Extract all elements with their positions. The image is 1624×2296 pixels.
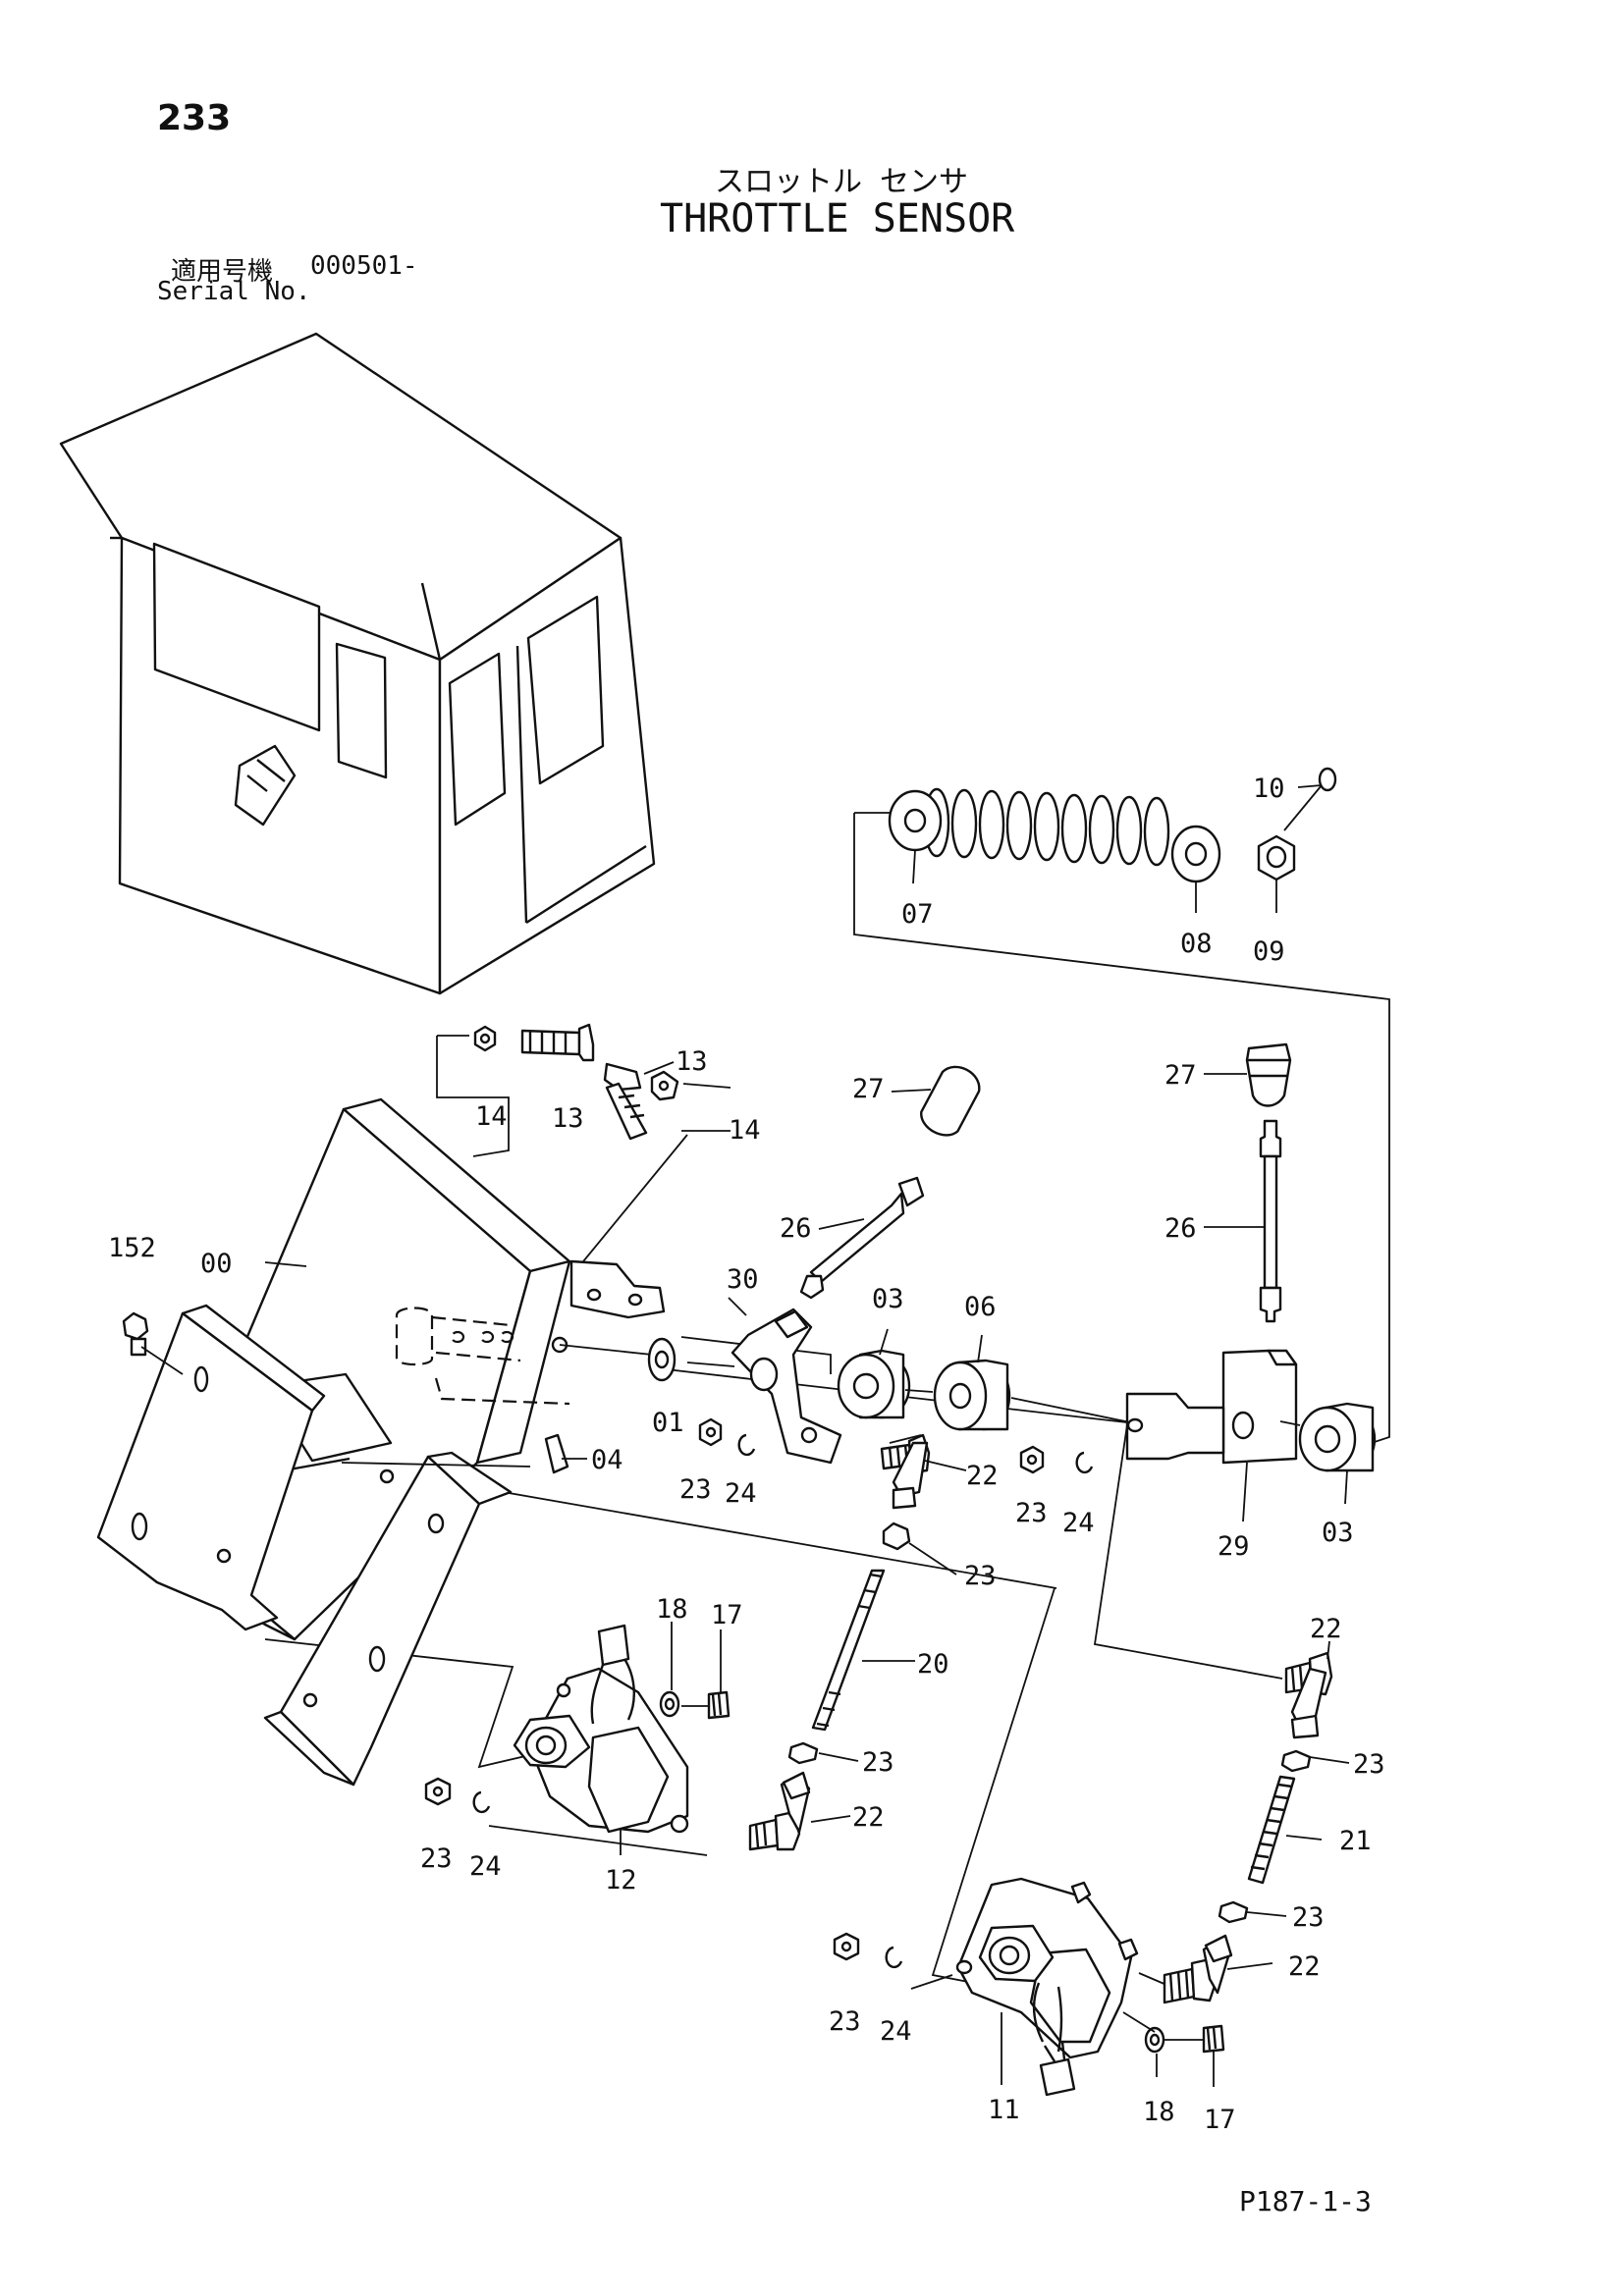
callout-18-lower: 18 [1143,2097,1175,2127]
callout-03-right: 03 [1322,1518,1354,1548]
callout-23-d: 23 [862,1747,894,1778]
callout-26-right: 26 [1164,1213,1197,1244]
small-hardware [122,1311,1312,2054]
callout-29: 29 [1218,1531,1250,1562]
callout-04: 04 [591,1445,623,1475]
throttle-sensor-left [513,1624,689,1834]
serial-label-english: Serial No. [157,277,311,306]
callout-22-right-lower: 22 [1288,1951,1321,1982]
callout-152: 152 [108,1233,156,1263]
callout-06: 06 [964,1292,997,1322]
callout-27-right: 27 [1164,1060,1197,1091]
callout-07: 07 [901,899,934,930]
callout-00: 00 [200,1249,233,1279]
right-rod-assembly [1125,1042,1377,1472]
callout-01: 01 [652,1408,684,1438]
cab-locator-illustration [59,332,656,995]
connecting-rods [811,1569,1296,1885]
bolts-and-nuts-top [437,1023,731,1141]
callout-13-lower: 13 [552,1103,584,1134]
callout-08: 08 [1180,929,1213,959]
callout-20: 20 [917,1649,949,1680]
callout-26-left: 26 [780,1213,812,1244]
callout-09: 09 [1253,936,1285,967]
callout-22-center: 22 [966,1461,999,1491]
callout-11: 11 [988,2095,1020,2125]
callout-27-left: 27 [852,1074,885,1104]
callout-24-a: 24 [725,1478,757,1509]
callout-24-c: 24 [469,1851,502,1882]
callout-23-e: 23 [1353,1749,1385,1780]
callout-10: 10 [1253,774,1285,804]
callout-17-upper: 17 [711,1600,743,1630]
callout-24-b: 24 [1062,1508,1095,1538]
sensor-mounting-bracket [96,1097,666,1787]
callout-03-left: 03 [872,1284,904,1314]
throttle-sensor-right [955,1877,1139,2097]
callout-23-a: 23 [679,1474,712,1505]
callout-22-left-lower: 22 [852,1802,885,1833]
page-title: THROTTLE SENSOR [660,196,1015,241]
callout-23-h: 23 [829,2006,861,2037]
callout-24-d: 24 [880,2016,912,2047]
callout-12: 12 [605,1865,637,1896]
callout-22-right-upper: 22 [1310,1614,1342,1644]
callout-18-upper: 18 [656,1594,688,1625]
serial-number-value: 000501- [310,251,418,281]
washer-stack [888,767,1337,883]
title-japanese: スロットル センサ [715,165,969,199]
callout-labels: 00 01 03 03 04 06 07 08 09 10 11 12 13 1… [108,774,1385,2135]
callout-14-left: 14 [475,1101,508,1132]
left-rod-assembly [647,1065,1136,1465]
serial-label-japanese: 適用号機 [171,257,274,287]
callout-leaders [264,784,1350,2087]
page-number: 233 [157,98,232,138]
callout-13-upper: 13 [676,1046,708,1077]
plate-number: P187-1-3 [1239,2185,1372,2217]
callout-30: 30 [727,1264,759,1295]
callout-14-right: 14 [729,1115,761,1146]
callout-23-b: 23 [1015,1498,1048,1528]
callout-17-lower: 17 [1204,2105,1236,2135]
callout-23-f: 23 [420,1843,453,1874]
callout-23-c: 23 [964,1561,997,1591]
callout-23-g: 23 [1292,1902,1325,1933]
ball-joints [748,1433,1333,2004]
callout-21: 21 [1339,1826,1372,1856]
